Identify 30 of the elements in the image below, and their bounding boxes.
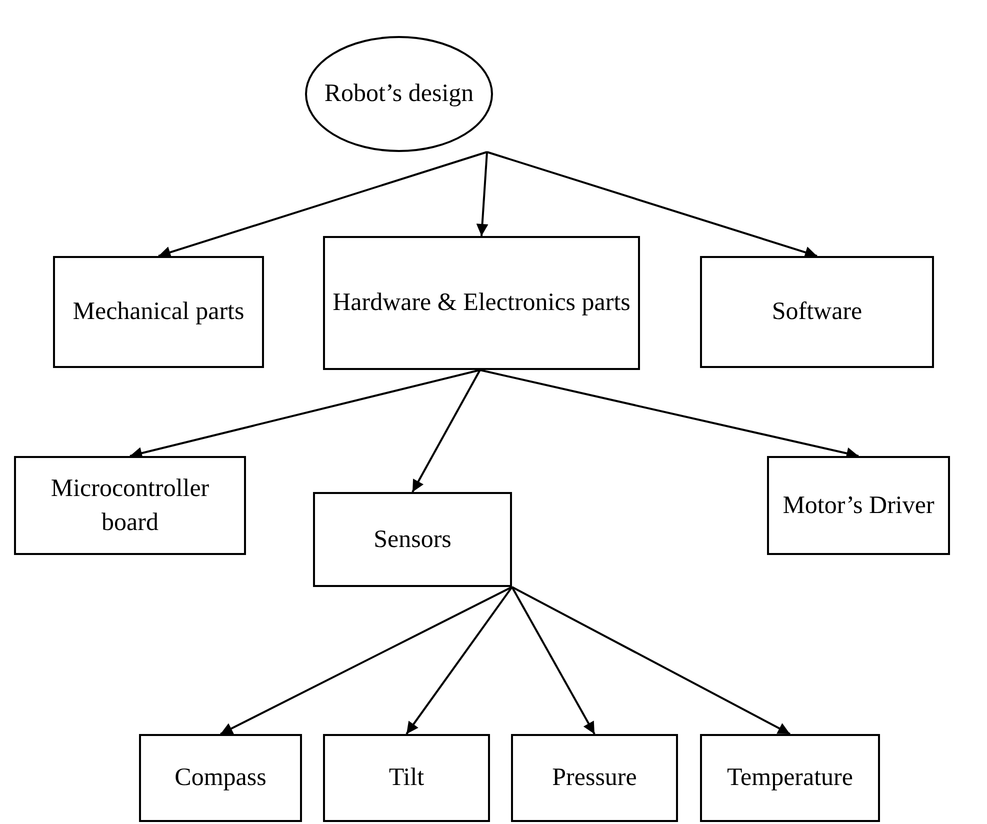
box-node xyxy=(323,236,640,370)
arrow xyxy=(511,586,596,734)
arrow xyxy=(512,586,790,735)
node-label: Compass xyxy=(174,763,268,794)
box-node xyxy=(14,456,246,555)
box-node xyxy=(700,256,934,368)
box-node xyxy=(53,256,264,368)
node-label: Temperature xyxy=(726,763,854,794)
box-node xyxy=(700,734,880,822)
box-node xyxy=(511,734,678,822)
arrow xyxy=(158,151,488,258)
node-label: Sensors xyxy=(372,524,452,555)
arrow xyxy=(476,152,488,236)
arrow xyxy=(406,586,513,735)
arrow xyxy=(486,151,818,258)
node-label: Microcontroller board xyxy=(50,474,210,538)
box-node xyxy=(323,734,490,822)
node-label: Software xyxy=(770,297,864,328)
node-label: Hardware & Electronics parts xyxy=(332,288,632,318)
node-label: Motor’s Driver xyxy=(782,490,936,521)
arrow xyxy=(412,370,481,492)
node-label: Mechanical parts xyxy=(72,297,246,328)
node-label: Pressure xyxy=(551,763,638,794)
node-label: Robot’s design xyxy=(323,79,475,110)
box-node xyxy=(139,734,302,822)
node-label: Tilt xyxy=(388,763,426,794)
box-node xyxy=(767,456,950,555)
box-node xyxy=(313,492,512,587)
arrow xyxy=(130,369,480,459)
arrow xyxy=(220,586,512,735)
